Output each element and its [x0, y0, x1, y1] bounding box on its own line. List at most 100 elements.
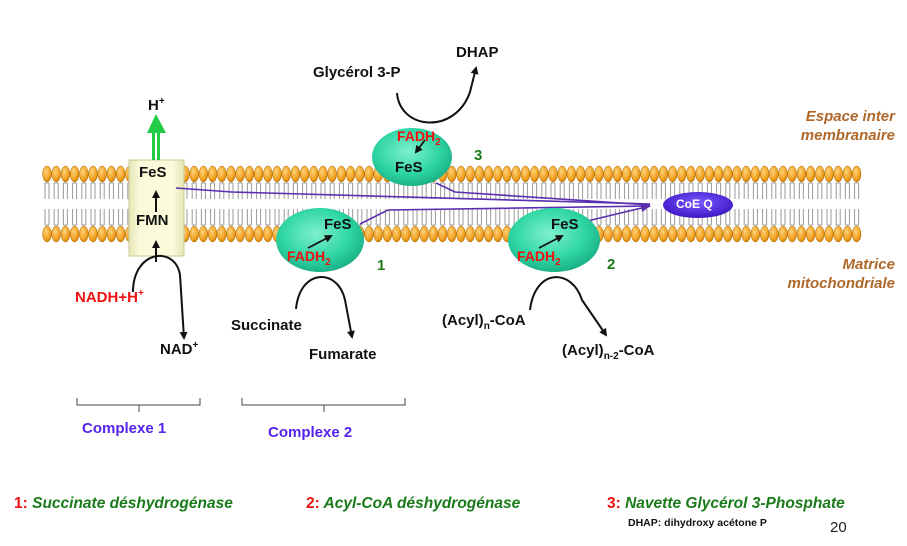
lipid-tail	[476, 209, 482, 226]
lipid-head	[502, 165, 512, 183]
lipid-head	[327, 165, 337, 183]
lipid-tail	[808, 209, 814, 226]
acyl-reaction-curve	[529, 276, 608, 337]
lipid-head	[217, 165, 227, 183]
lipid-head	[732, 165, 742, 183]
lipid-tail	[826, 182, 832, 199]
lipid-head	[704, 165, 715, 183]
lipid-head	[603, 165, 613, 183]
lipid-tail	[228, 209, 234, 226]
complex2-bracket	[241, 398, 406, 412]
lipid-head	[787, 165, 797, 183]
lipid-tail	[660, 209, 666, 226]
lipid-head	[336, 165, 347, 183]
lipid-head	[566, 165, 577, 183]
lipid-tail	[246, 209, 252, 226]
lipid-tail	[789, 182, 795, 199]
enzyme2-internal-arrow	[538, 235, 564, 249]
lipid-head	[704, 225, 715, 243]
legend-item-1: 1: Succinate déshydrogénase	[14, 495, 233, 512]
enzyme3-fes-label: FeS	[395, 159, 423, 176]
lipid-head	[198, 165, 209, 183]
lipid-head	[686, 225, 696, 243]
lipid-head	[253, 165, 264, 183]
lipid-tail	[210, 209, 216, 226]
lipid-head	[713, 165, 724, 183]
lipid-head	[364, 165, 374, 183]
lipid-head	[226, 165, 236, 183]
lipid-head	[778, 165, 788, 183]
lipid-tail	[81, 182, 87, 199]
lipid-head	[824, 165, 834, 183]
lipid-tail	[191, 182, 197, 199]
lipid-tail	[237, 182, 243, 199]
lipid-head	[410, 225, 420, 243]
lipid-tail	[72, 182, 78, 199]
lipid-tail	[90, 182, 96, 199]
lipid-tail	[752, 182, 758, 199]
lipid-head	[759, 225, 770, 243]
lipid-head	[667, 225, 678, 243]
lipid-head	[778, 225, 788, 243]
lipid-head	[189, 165, 199, 183]
lipid-tail	[357, 182, 363, 199]
enzyme3-internal-arrow	[414, 139, 426, 154]
lipid-tail	[624, 182, 630, 199]
fumarate-label: Fumarate	[309, 346, 377, 363]
lipid-head	[97, 225, 107, 243]
lipid-tail	[798, 182, 804, 199]
lipid-tail	[844, 182, 850, 199]
lipid-tail	[366, 209, 372, 226]
lipid-head	[69, 165, 80, 183]
lipid-tail	[348, 182, 354, 199]
enzyme3-number: 3	[474, 147, 483, 164]
lipid-head	[97, 165, 107, 183]
lipid-head	[456, 165, 466, 183]
lipid-tail	[817, 182, 823, 199]
lipid-tail	[550, 182, 556, 199]
enzyme3-ellipse	[372, 128, 452, 186]
complex1-fes-label: FeS	[139, 164, 167, 181]
lipid-tail	[752, 209, 758, 226]
lipid-head	[51, 165, 61, 183]
lipid-head	[640, 165, 650, 183]
glycerol-3p-label: Glycérol 3-P	[313, 64, 401, 81]
lipid-tail	[44, 182, 50, 199]
lipid-head	[235, 225, 245, 243]
lipid-tail	[62, 182, 68, 199]
lipid-tail	[99, 182, 105, 199]
lipid-tail	[108, 209, 114, 226]
lipid-head	[447, 225, 457, 243]
lipid-tail	[118, 209, 124, 226]
electron-path-lines	[175, 182, 651, 225]
lipid-tail	[421, 209, 427, 226]
lipid-head	[355, 165, 365, 183]
lipid-tail	[72, 209, 78, 226]
lipid-tail	[614, 182, 620, 199]
lipid-head	[677, 225, 687, 243]
lipid-head	[60, 165, 71, 183]
legend-item-3: 3: Navette Glycérol 3-Phosphate	[607, 495, 845, 512]
lipid-tail	[495, 182, 501, 199]
lipid-tail	[835, 182, 841, 199]
acyl-n2-coa-label: (Acyl)n-2-CoA	[562, 342, 655, 362]
lipid-tail	[532, 182, 538, 199]
lipid-tail	[743, 209, 749, 226]
lipid-head	[548, 165, 558, 183]
lipid-head	[695, 165, 705, 183]
intermembrane-space-label: Espace inter membranaire	[800, 108, 895, 144]
lipid-tail	[191, 209, 197, 226]
lipid-head	[226, 225, 236, 243]
lipid-head	[42, 165, 52, 183]
lipid-tail	[467, 182, 473, 199]
lipid-head	[483, 165, 494, 183]
lipid-tail	[780, 182, 786, 199]
lipid-tail	[596, 209, 602, 226]
lipid-head	[539, 165, 549, 183]
lipid-tail	[200, 182, 206, 199]
lipid-tail	[587, 182, 593, 199]
lipid-head	[465, 225, 475, 243]
lipid-tail	[338, 182, 344, 199]
lipid-tail	[504, 209, 510, 226]
enzyme2-number: 2	[607, 256, 616, 273]
